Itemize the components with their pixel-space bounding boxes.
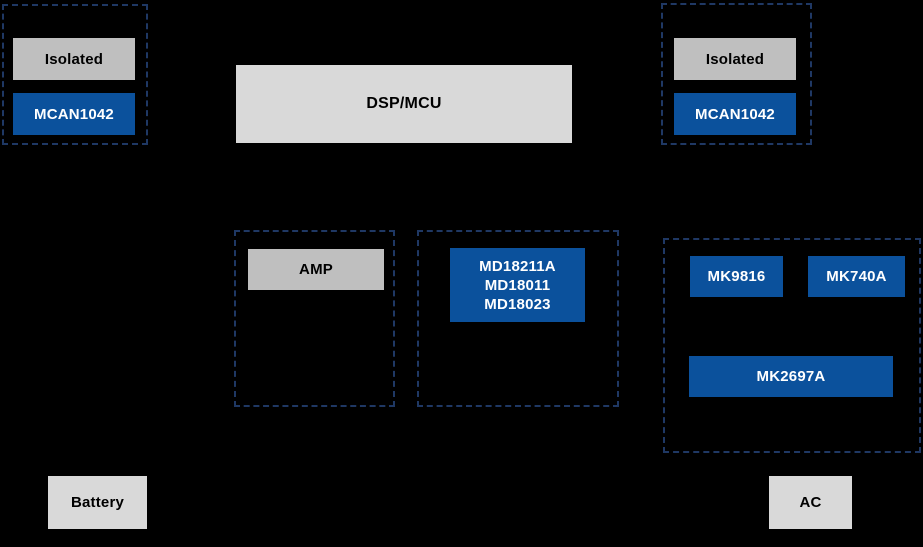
battery-block: Battery [48, 476, 147, 529]
md-parts-block: MD18211A MD18011 MD18023 [450, 248, 585, 322]
md-part-line: MD18011 [484, 276, 551, 294]
mk740a-block: MK740A [808, 256, 905, 297]
amp-block: AMP [248, 249, 384, 290]
md-part-line: MD18211A [479, 257, 556, 275]
power-group [663, 238, 921, 453]
can-group-left [2, 4, 148, 145]
amp-group [234, 230, 395, 407]
mcan1042-block-left: MCAN1042 [13, 93, 135, 135]
md-part-line: MD18023 [484, 295, 551, 313]
dsp-mcu-block: DSP/MCU [236, 65, 572, 143]
driver-group [417, 230, 619, 407]
isolated-block-right: Isolated [674, 38, 796, 80]
ac-block: AC [769, 476, 852, 529]
mk2697a-block: MK2697A [689, 356, 893, 397]
mcan1042-block-right: MCAN1042 [674, 93, 796, 135]
isolated-block-left: Isolated [13, 38, 135, 80]
mk9816-block: MK9816 [690, 256, 783, 297]
can-group-right [661, 3, 812, 145]
